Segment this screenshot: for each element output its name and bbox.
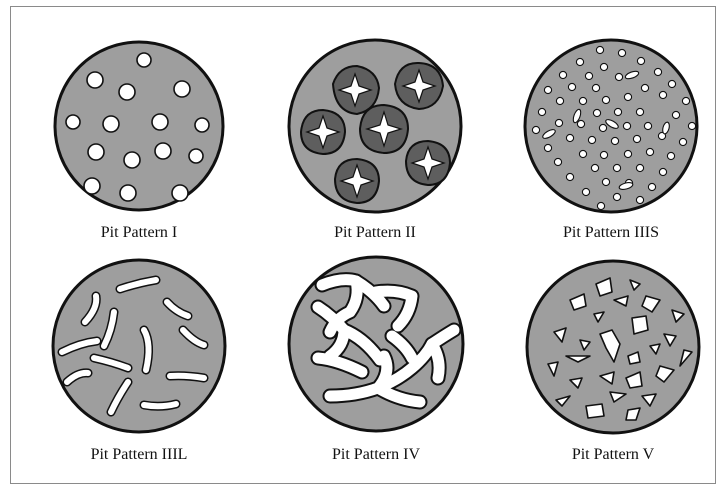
pit-pattern-i-diagram [55, 42, 223, 210]
panel-label-pit-pattern-i: Pit Pattern I [39, 224, 239, 242]
pit-pattern-ii-diagram [289, 40, 461, 212]
panel-label-pit-pattern-iv: Pit Pattern IV [276, 446, 476, 464]
panel-label-pit-pattern-ii: Pit Pattern II [275, 224, 475, 242]
pit-pattern-iv-diagram [289, 257, 463, 431]
pit-pattern-v-diagram [527, 261, 699, 433]
pit-pattern-iiis-diagram [525, 40, 697, 212]
panel-label-pit-pattern-v: Pit Pattern V [513, 446, 713, 464]
panel-label-pit-pattern-iiis: Pit Pattern IIIS [511, 224, 711, 242]
panel-label-pit-pattern-iiil: Pit Pattern IIIL [39, 446, 239, 464]
pit-pattern-iiil-diagram [53, 260, 225, 432]
